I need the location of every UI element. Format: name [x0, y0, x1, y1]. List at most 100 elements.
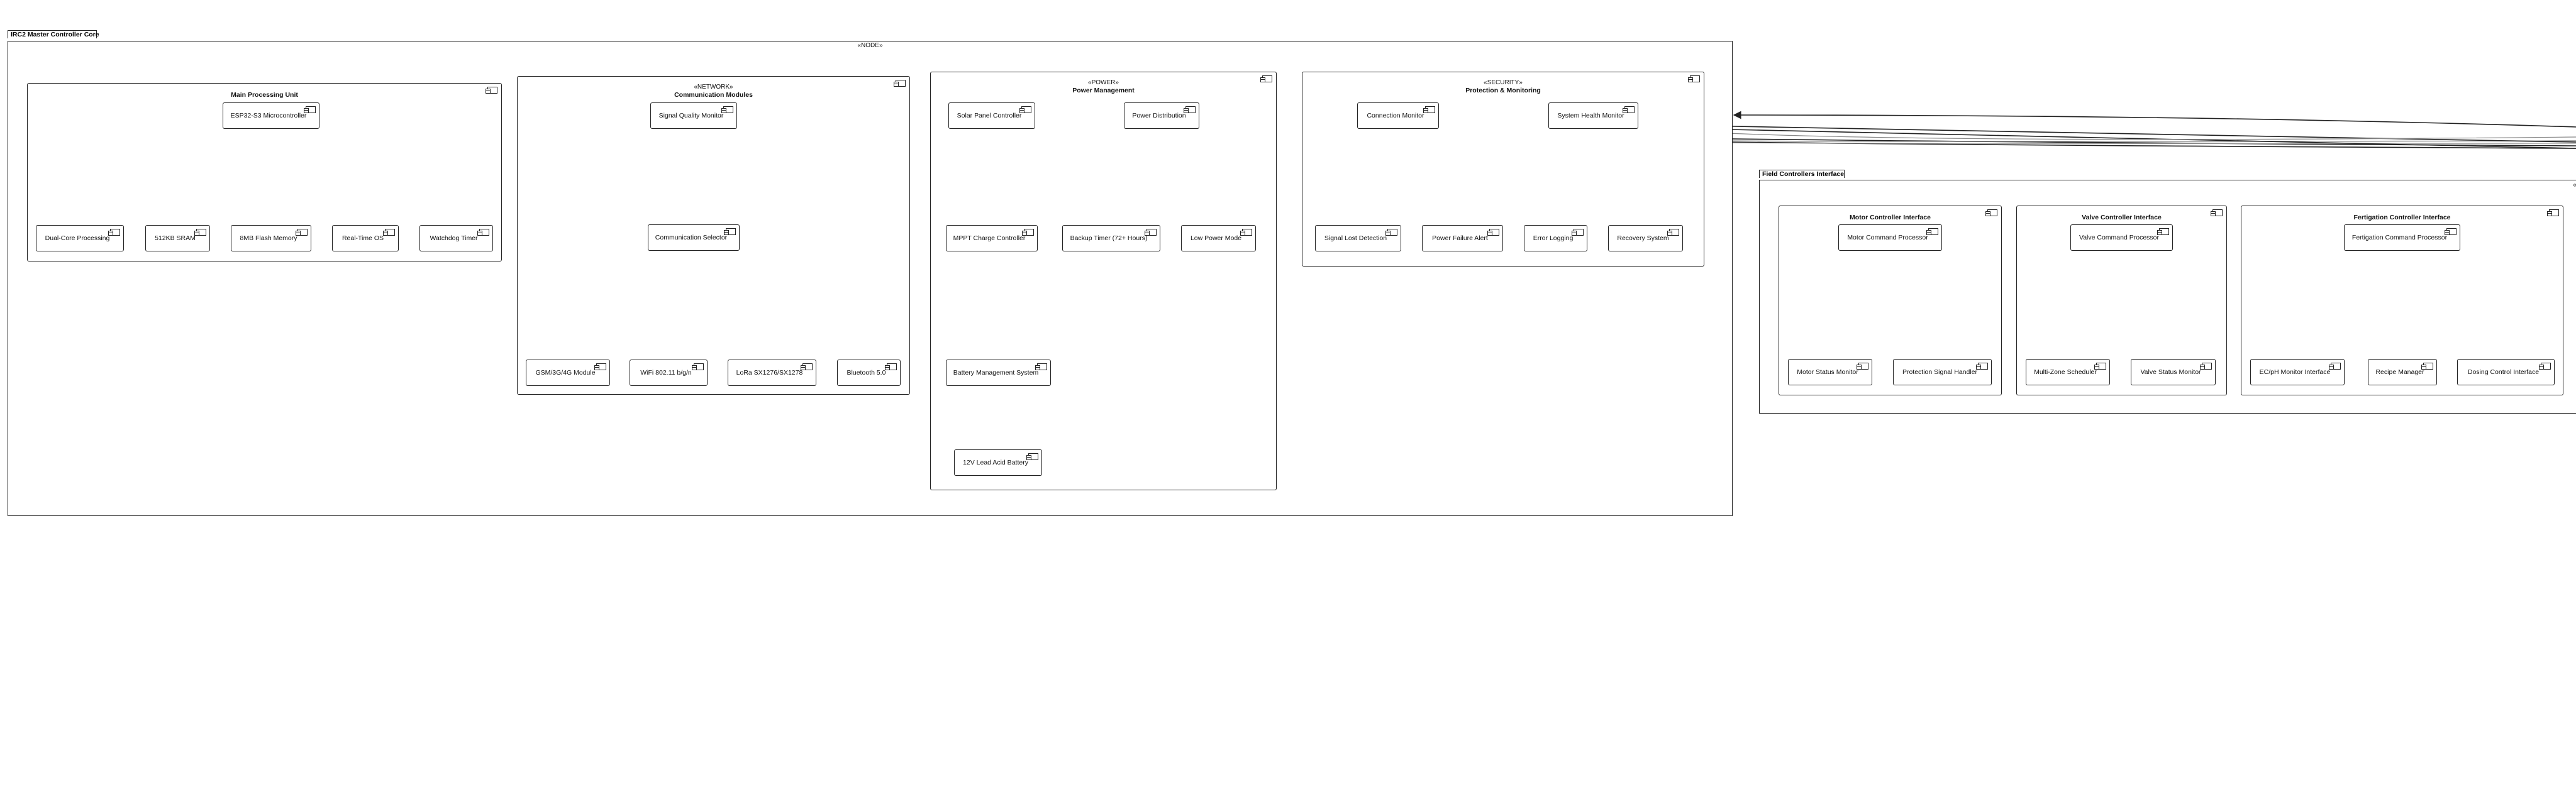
node-label: Fertigation Command Processor [2351, 234, 2448, 241]
component-icon [2200, 363, 2212, 370]
component-icon [692, 363, 704, 370]
group-power: «POWER»Power Management [930, 72, 1277, 490]
component-icon [721, 106, 733, 113]
node-label: Protection Signal Handler [1902, 368, 1978, 376]
component-icon [108, 229, 120, 236]
node-bt[interactable]: Bluetooth 5.0 [837, 360, 901, 386]
group-title: Main Processing Unit [231, 91, 298, 99]
node-label: Solar Panel Controller [957, 112, 1022, 119]
component-icon [2445, 228, 2457, 235]
node-label: 8MB Flash Memory [240, 234, 297, 242]
component-icon [1022, 229, 1034, 236]
node-connmon[interactable]: Connection Monitor [1357, 102, 1439, 129]
node-label: Power Distribution [1132, 112, 1186, 119]
node-recovery[interactable]: Recovery System [1608, 225, 1683, 251]
node-label: Power Failure Alert [1432, 234, 1488, 242]
node-fertcmd[interactable]: Fertigation Command Processor [2344, 224, 2460, 251]
external-connector [1701, 131, 2576, 140]
node-lowpwr[interactable]: Low Power Mode [1181, 225, 1256, 251]
node-recipe[interactable]: Recipe Manager [2368, 359, 2437, 385]
component-icon [1572, 229, 1584, 236]
group-title: Communication Modules [674, 91, 753, 99]
node-dosing[interactable]: Dosing Control Interface [2457, 359, 2555, 385]
component-icon [2157, 228, 2169, 235]
group-title: Motor Controller Interface [1850, 214, 1931, 221]
node-label: System Health Monitor [1557, 112, 1624, 119]
package-title-field: Field Controllers Interface [1762, 170, 1845, 178]
node-valvecmd[interactable]: Valve Command Processor [2070, 224, 2173, 251]
node-label: MPPT Charge Controller [953, 234, 1026, 242]
node-sigq[interactable]: Signal Quality Monitor [650, 102, 737, 129]
node-rtos[interactable]: Real-Time OS [332, 225, 399, 251]
component-icon [1688, 75, 1700, 82]
component-icon [1026, 453, 1038, 460]
group-title: Power Management [1072, 87, 1135, 94]
component-icon [477, 229, 489, 236]
external-connector [1701, 125, 2576, 143]
component-icon [2539, 363, 2551, 370]
node-motorstat[interactable]: Motor Status Monitor [1788, 359, 1872, 385]
node-valvestat[interactable]: Valve Status Monitor [2131, 359, 2216, 385]
component-icon [594, 363, 606, 370]
node-wifi[interactable]: WiFi 802.11 b/g/n [630, 360, 708, 386]
external-connector [1701, 128, 2576, 149]
node-syshealth[interactable]: System Health Monitor [1548, 102, 1638, 129]
node-label: ESP32-S3 Microcontroller [230, 112, 307, 119]
node-lora[interactable]: LoRa SX1276/SX1278 [728, 360, 816, 386]
node-commsel[interactable]: Communication Selector [648, 224, 740, 251]
node-motorcmd[interactable]: Motor Command Processor [1838, 224, 1942, 251]
node-battery[interactable]: 12V Lead Acid Battery [954, 449, 1042, 476]
component-icon [486, 87, 497, 94]
node-sram[interactable]: 512KB SRAM [145, 225, 210, 251]
component-icon [1260, 75, 1272, 82]
node-backup[interactable]: Backup Timer (72+ Hours) [1062, 225, 1160, 251]
component-icon [1857, 363, 1868, 370]
component-icon [383, 229, 395, 236]
node-pfail[interactable]: Power Failure Alert [1422, 225, 1503, 251]
node-flash[interactable]: 8MB Flash Memory [231, 225, 311, 251]
node-ecph[interactable]: EC/pH Monitor Interface [2250, 359, 2345, 385]
node-label: Dosing Control Interface [2467, 368, 2540, 376]
node-esp32[interactable]: ESP32-S3 Microcontroller [223, 102, 319, 129]
component-icon [1623, 106, 1635, 113]
component-icon [1926, 228, 1938, 235]
node-label: Recipe Manager [2375, 368, 2424, 376]
component-icon [1976, 363, 1988, 370]
node-gsm[interactable]: GSM/3G/4G Module [526, 360, 610, 386]
component-icon [1423, 106, 1435, 113]
node-bms[interactable]: Battery Management System [946, 360, 1051, 386]
node-label: Communication Selector [655, 234, 728, 241]
node-label: 12V Lead Acid Battery [963, 459, 1028, 466]
component-icon [2547, 209, 2559, 216]
node-label: Valve Command Processor [2079, 234, 2160, 241]
component-icon [304, 106, 316, 113]
node-solar[interactable]: Solar Panel Controller [948, 102, 1035, 129]
component-icon [296, 229, 308, 236]
group-stereotype: «SECURITY» [1484, 79, 1523, 86]
node-label: Motor Status Monitor [1797, 368, 1858, 376]
node-errlog[interactable]: Error Logging [1524, 225, 1587, 251]
component-icon [1487, 229, 1499, 236]
node-siglost[interactable]: Signal Lost Detection [1315, 225, 1401, 251]
component-icon [724, 228, 736, 235]
component-icon [1667, 229, 1679, 236]
node-label: 512KB SRAM [155, 234, 196, 242]
node-protsig[interactable]: Protection Signal Handler [1893, 359, 1992, 385]
node-watchdog[interactable]: Watchdog Timer [419, 225, 493, 251]
node-dualcore[interactable]: Dual-Core Processing [36, 225, 124, 251]
node-label: Signal Lost Detection [1324, 234, 1387, 242]
node-label: Backup Timer (72+ Hours) [1070, 234, 1148, 242]
package-stereotype-core: «NODE» [857, 42, 883, 49]
node-pdist[interactable]: Power Distribution [1124, 102, 1199, 129]
package-tab-field: Field Controllers Interface [1759, 170, 1845, 178]
group-title: Fertigation Controller Interface [2353, 214, 2451, 221]
node-label: LoRa SX1276/SX1278 [736, 369, 803, 377]
component-icon [1240, 229, 1252, 236]
component-icon [1019, 106, 1031, 113]
node-multizone[interactable]: Multi-Zone Scheduler [2026, 359, 2110, 385]
node-mppt[interactable]: MPPT Charge Controller [946, 225, 1038, 251]
node-label: Connection Monitor [1367, 112, 1424, 119]
component-icon [2094, 363, 2106, 370]
component-icon [1184, 106, 1196, 113]
